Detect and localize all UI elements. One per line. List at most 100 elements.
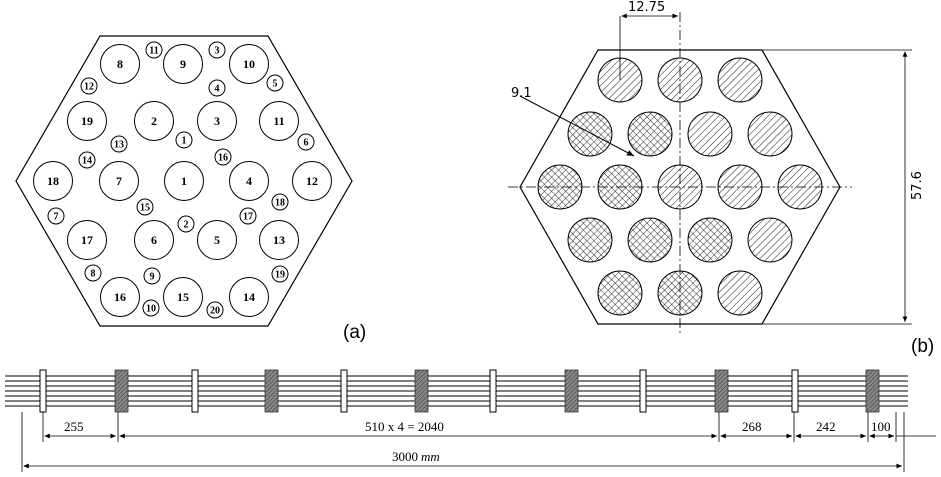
spacer-thin xyxy=(39,369,47,413)
small-rod xyxy=(136,198,154,216)
large-rod-label: 15 xyxy=(177,290,189,304)
spacer-grid xyxy=(865,369,880,413)
spacer-grid xyxy=(114,369,129,413)
dim-total-value: 3000 xyxy=(392,449,418,464)
large-rod-label: 16 xyxy=(114,290,126,304)
small-rod-label: 15 xyxy=(140,203,150,214)
large-rod xyxy=(134,220,174,260)
hatched-rod xyxy=(567,217,613,263)
large-rod-label: 11 xyxy=(273,114,284,128)
large-rod xyxy=(100,44,140,84)
small-rod-label: 9 xyxy=(150,272,155,283)
large-rod xyxy=(164,161,204,201)
large-rod-label: 14 xyxy=(243,290,255,304)
small-rod xyxy=(175,131,193,149)
small-rod xyxy=(208,41,226,59)
large-rod xyxy=(163,277,203,317)
large-rod-label: 13 xyxy=(273,233,285,247)
hatched-rod xyxy=(627,111,673,157)
small-rod-label: 4 xyxy=(215,84,220,95)
large-rod xyxy=(229,277,269,317)
small-rod xyxy=(84,264,102,282)
small-rod xyxy=(271,265,289,283)
hatched-rod xyxy=(747,111,793,157)
small-rod-label: 16 xyxy=(218,153,228,164)
small-rod xyxy=(206,301,224,319)
dim-255-text: 255 xyxy=(64,419,84,434)
small-rod-label: 20 xyxy=(210,306,220,317)
small-rod xyxy=(214,148,232,166)
large-rod xyxy=(163,44,203,84)
large-rod-label: 2 xyxy=(151,114,157,128)
spacer-grid xyxy=(564,369,579,413)
spacer-grid xyxy=(414,369,429,413)
spacer-grid xyxy=(714,369,729,413)
large-rod-label: 10 xyxy=(243,57,255,71)
large-rod-label: 4 xyxy=(246,174,252,188)
small-rod-label: 8 xyxy=(91,269,96,280)
spacer-grid xyxy=(264,369,279,413)
large-rod-label: 5 xyxy=(214,233,220,247)
panel-b: 12.75 9.1 57.6 (b) xyxy=(508,0,934,357)
small-rod xyxy=(143,267,161,285)
small-rod xyxy=(271,193,289,211)
large-rod-label: 1 xyxy=(181,174,187,188)
dim-diag-text: 9.1 xyxy=(511,86,532,101)
small-rod xyxy=(297,133,315,151)
large-rod-label: 7 xyxy=(116,174,122,188)
small-rod xyxy=(145,41,163,59)
small-rod xyxy=(208,79,226,97)
small-rod-label: 17 xyxy=(243,212,253,223)
small-rod xyxy=(142,299,160,317)
large-rod-label: 19 xyxy=(81,114,93,128)
hatched-rod xyxy=(717,57,763,103)
dim-242-text: 242 xyxy=(816,419,836,434)
large-rod xyxy=(229,44,269,84)
caption-a: (a) xyxy=(343,322,366,343)
spacer-thin xyxy=(489,369,497,413)
large-rod xyxy=(197,101,237,141)
hatched-rod xyxy=(597,270,643,316)
small-rod-label: 13 xyxy=(114,140,124,151)
large-rod-label: 3 xyxy=(214,114,220,128)
dim-top-text: 12.75 xyxy=(628,0,665,15)
large-rod xyxy=(134,101,174,141)
small-rod-label: 12 xyxy=(84,82,94,93)
dim-total-unit: mm xyxy=(421,449,440,464)
large-rod-label: 8 xyxy=(117,57,123,71)
hatched-rod xyxy=(687,111,733,157)
large-rod xyxy=(33,161,73,201)
hatched-rod xyxy=(747,217,793,263)
large-rod xyxy=(100,277,140,317)
dim-right-text: 57.6 xyxy=(910,171,925,200)
large-rod xyxy=(99,161,139,201)
small-rod-label: 5 xyxy=(273,79,278,90)
small-rod-label: 2 xyxy=(184,220,189,231)
rod-bundle-lines xyxy=(5,375,908,407)
large-rod xyxy=(67,220,107,260)
large-rod-label: 17 xyxy=(81,233,93,247)
small-rod xyxy=(266,74,284,92)
caption-b: (b) xyxy=(911,336,934,357)
small-rod xyxy=(80,77,98,95)
dim-2040-text: 510 x 4 = 2040 xyxy=(365,419,444,434)
spacer-thin xyxy=(791,369,799,413)
hatched-rod xyxy=(687,217,733,263)
small-rod-label: 11 xyxy=(149,46,158,57)
small-rod-label: 7 xyxy=(54,212,59,223)
spacer-thin xyxy=(340,369,348,413)
hatched-rod xyxy=(567,111,613,157)
small-rod-label: 14 xyxy=(82,156,92,167)
large-rod xyxy=(292,161,332,201)
spacer-thin xyxy=(191,369,199,413)
small-rod-label: 18 xyxy=(275,198,285,209)
small-rod xyxy=(239,207,257,225)
hatched-rod xyxy=(627,217,673,263)
large-rod-label: 6 xyxy=(151,233,157,247)
